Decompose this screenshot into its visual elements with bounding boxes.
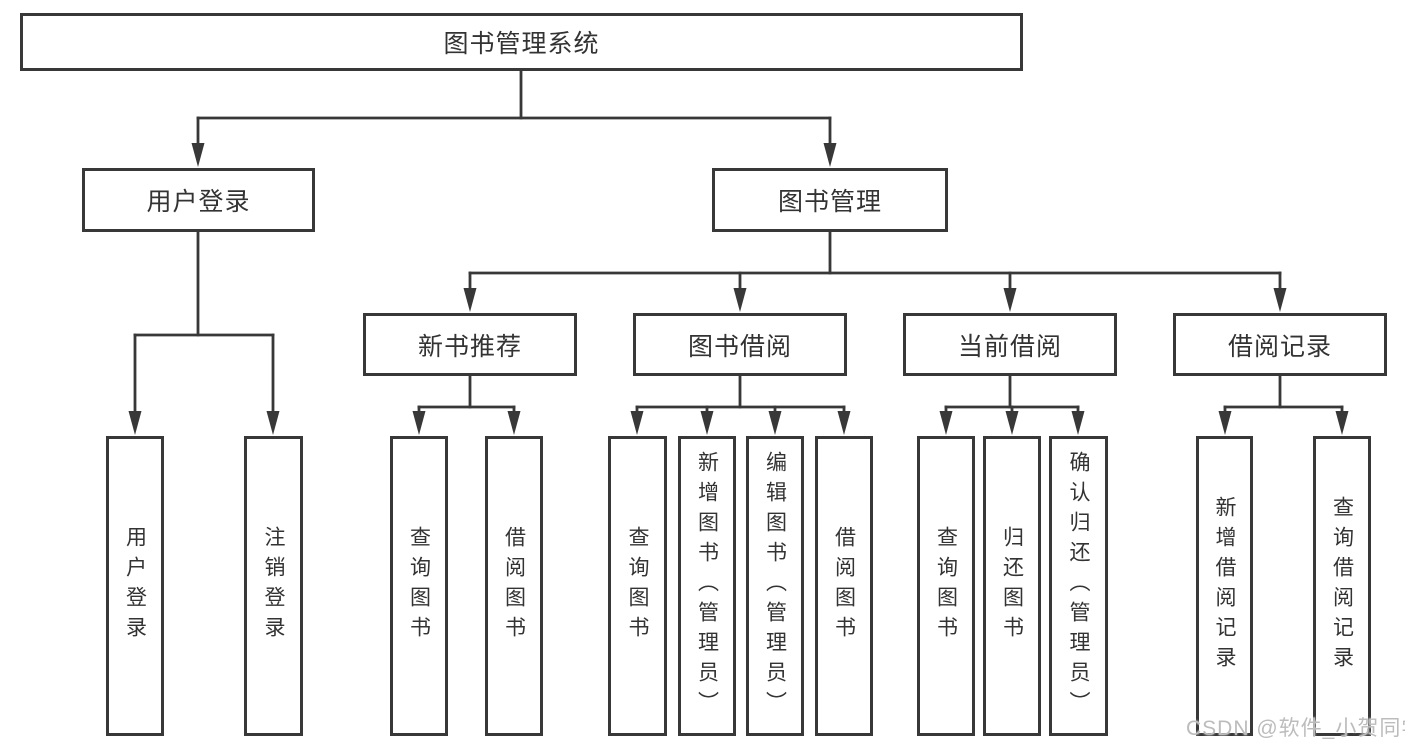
node-current-borrowing-label: 当前借阅	[957, 332, 1062, 361]
node-current-borrowing: 当前借阅	[903, 313, 1117, 376]
leaf-logout: 注销登录	[244, 436, 303, 736]
arrowhead-icon	[733, 288, 747, 312]
leaf-user-login: 用户登录	[106, 436, 164, 736]
node-book-management-label: 图书管理	[777, 188, 882, 216]
leaf-query-books-borrow: 查询图书	[608, 436, 667, 736]
node-book-borrowing: 图书借阅	[633, 313, 847, 376]
node-user-login-label: 用户登录	[146, 188, 251, 216]
arrowhead-icon	[823, 143, 837, 167]
leaf-confirm-return-admin-label: 确认归还（管理员）	[1067, 451, 1090, 721]
leaf-query-borrow-record: 查询借阅记录	[1313, 436, 1371, 736]
watermark: CSDN @软件_小贺同学	[1186, 717, 1405, 740]
arrowhead-icon	[630, 411, 644, 435]
arrowhead-icon	[191, 143, 205, 167]
arrowhead-icon	[266, 411, 280, 435]
arrowhead-icon	[768, 411, 782, 435]
leaf-add-books-admin: 新增图书（管理员）	[678, 436, 736, 736]
node-book-borrowing-label: 图书借阅	[687, 332, 792, 361]
arrowhead-icon	[1071, 411, 1085, 435]
arrowhead-icon	[1003, 288, 1017, 312]
leaf-return-books: 归还图书	[983, 436, 1041, 736]
node-new-book-recommend: 新书推荐	[363, 313, 577, 376]
leaf-edit-books-admin: 编辑图书（管理员）	[746, 436, 804, 736]
node-user-login: 用户登录	[82, 168, 315, 232]
leaf-query-books-current-label: 查询图书	[934, 526, 958, 646]
leaf-return-books-label: 归还图书	[1000, 526, 1024, 646]
leaf-query-books-current: 查询图书	[917, 436, 975, 736]
arrowhead-icon	[837, 411, 851, 435]
leaf-user-login-label: 用户登录	[123, 526, 147, 646]
leaf-edit-books-admin-label: 编辑图书（管理员）	[763, 451, 787, 721]
node-borrowing-records-label: 借阅记录	[1227, 332, 1332, 361]
node-root-label: 图书管理系统	[443, 30, 600, 58]
arrowhead-icon	[463, 288, 477, 312]
leaf-borrow-books-recommend: 借阅图书	[485, 436, 543, 736]
leaf-borrow-books-recommend-label: 借阅图书	[502, 526, 526, 646]
leaf-borrow-books: 借阅图书	[815, 436, 873, 736]
arrowhead-icon	[1273, 288, 1287, 312]
leaf-query-books-recommend-label: 查询图书	[407, 526, 431, 646]
node-root: 图书管理系统	[20, 13, 1023, 71]
leaf-borrow-books-label: 借阅图书	[832, 526, 856, 646]
leaf-add-borrow-record: 新增借阅记录	[1196, 436, 1253, 736]
leaf-logout-label: 注销登录	[262, 526, 285, 646]
arrowhead-icon	[412, 411, 426, 435]
arrowhead-icon	[939, 411, 953, 435]
leaf-add-borrow-record-label: 新增借阅记录	[1213, 496, 1236, 676]
arrowhead-icon	[1218, 411, 1232, 435]
node-borrowing-records: 借阅记录	[1173, 313, 1387, 376]
leaf-query-books-recommend: 查询图书	[390, 436, 448, 736]
arrowhead-icon	[1005, 411, 1019, 435]
arrowhead-icon	[128, 411, 142, 435]
arrowhead-icon	[1335, 411, 1349, 435]
node-new-book-recommend-label: 新书推荐	[417, 332, 522, 361]
leaf-add-books-admin-label: 新增图书（管理员）	[695, 451, 719, 721]
leaf-confirm-return-admin: 确认归还（管理员）	[1049, 436, 1108, 736]
node-book-management: 图书管理	[712, 168, 948, 232]
leaf-query-books-borrow-label: 查询图书	[626, 526, 649, 646]
leaf-query-borrow-record-label: 查询借阅记录	[1330, 496, 1354, 676]
arrowhead-icon	[700, 411, 714, 435]
arrowhead-icon	[507, 411, 521, 435]
